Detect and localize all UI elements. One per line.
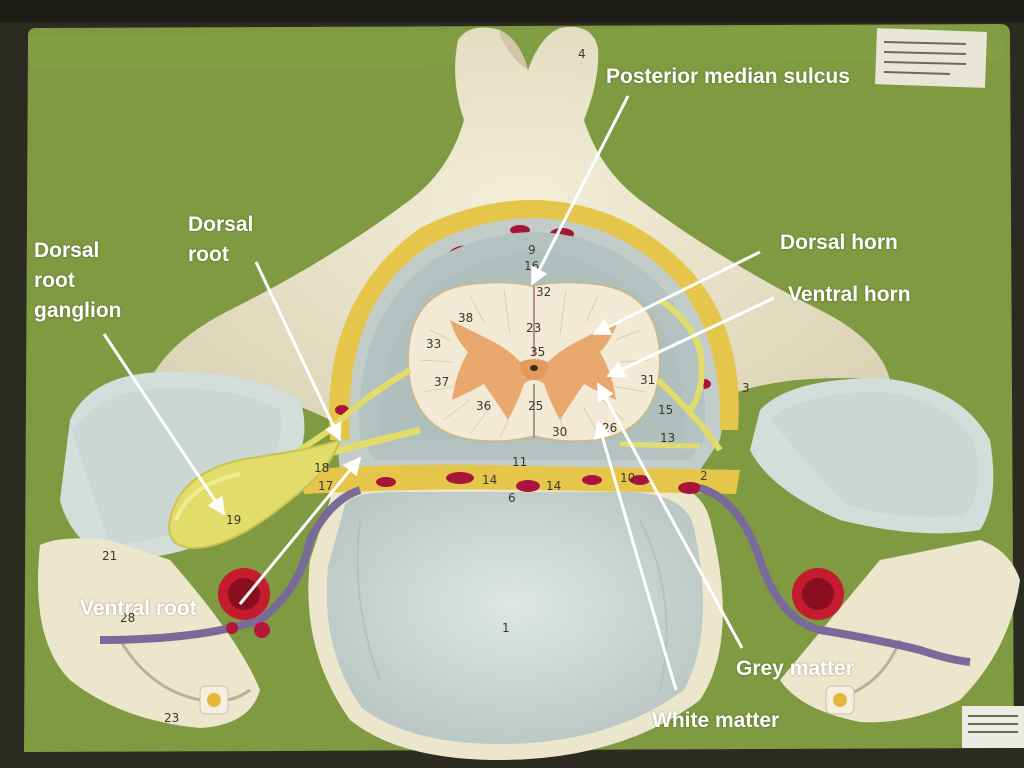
part-number-33: 33: [426, 337, 441, 351]
part-number-17: 17: [318, 479, 333, 493]
manufacturer-sticker: [962, 706, 1024, 748]
part-number-23: 23: [526, 321, 541, 335]
part-number-30: 30: [552, 425, 567, 439]
label-posterior-median-sulcus: Posterior median sulcus: [606, 65, 850, 88]
part-number-14: 14: [546, 479, 561, 493]
part-number-14: 14: [482, 473, 497, 487]
arrow-grey-matter: [596, 382, 744, 649]
part-number-38: 38: [458, 311, 473, 325]
part-number-1: 1: [502, 621, 510, 635]
part-number-35: 35: [530, 345, 545, 359]
part-number-28: 28: [120, 611, 135, 625]
arrow-dorsal-horn: [592, 250, 761, 336]
part-number-23: 23: [164, 711, 179, 725]
part-number-32: 32: [536, 285, 551, 299]
part-number-15: 15: [658, 403, 673, 417]
arrow-dorsal-root-ganglion: [102, 333, 226, 516]
part-number-25: 25: [528, 399, 543, 413]
part-number-26: 26: [602, 421, 617, 435]
arrow-ventral-root: [238, 456, 362, 605]
description-sticker: [875, 28, 987, 88]
annotation-arrows: [102, 95, 775, 691]
part-number-31: 31: [640, 373, 655, 387]
arrow-posterior-median-sulcus: [530, 95, 630, 286]
label-dorsal-root-ganglion: Dorsal root ganglion: [34, 239, 122, 322]
part-number-9: 9: [528, 243, 536, 257]
arrow-white-matter: [593, 420, 678, 691]
label-ventral-horn: Ventral horn: [788, 283, 911, 306]
part-number-10: 10: [620, 471, 635, 485]
label-dorsal-root: Dorsal root: [188, 213, 254, 266]
part-number-21: 21: [102, 549, 117, 563]
part-number-16: 16: [524, 259, 539, 273]
arrow-ventral-horn: [606, 296, 775, 378]
vertebral-body: [308, 478, 723, 760]
part-number-19: 19: [226, 513, 241, 527]
part-number-13: 13: [660, 431, 675, 445]
part-number-18: 18: [314, 461, 329, 475]
spinal-cord: [406, 281, 662, 443]
label-white-matter: White matter: [652, 709, 780, 732]
part-number-6: 6: [508, 491, 516, 505]
label-ventral-root: Ventral root: [80, 597, 197, 620]
part-number-11: 11: [512, 455, 527, 469]
part-number-4: 4: [578, 47, 586, 61]
nerve-roots: [99, 297, 971, 715]
label-dorsal-horn: Dorsal horn: [780, 231, 898, 254]
part-number-37: 37: [434, 375, 449, 389]
part-number-36: 36: [476, 399, 491, 413]
part-number-2: 2: [700, 469, 708, 483]
label-grey-matter: Grey matter: [736, 657, 854, 680]
part-number-3: 3: [742, 381, 750, 395]
arrow-dorsal-root: [254, 261, 342, 442]
